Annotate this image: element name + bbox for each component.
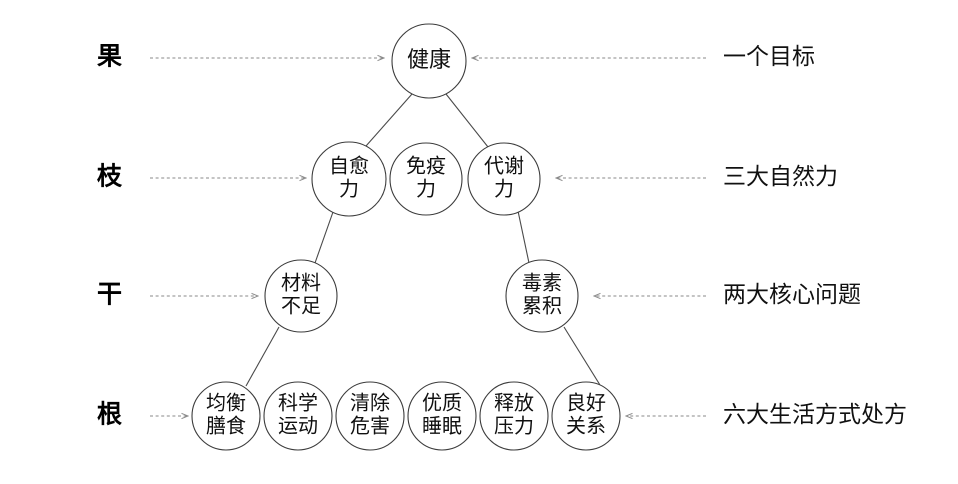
node-quality-sleep[interactable]: 优质睡眠 <box>407 381 477 451</box>
node-material-deficiency[interactable]: 材料不足 <box>264 259 338 333</box>
node-circle-metabolism[interactable] <box>467 142 541 216</box>
node-label-balanced-diet: 均衡膳食 <box>206 392 246 438</box>
side-label-two-core-problems: 两大核心问题 <box>723 281 861 307</box>
connector-health-to-self-healing <box>365 93 413 147</box>
node-toxin-accumulation[interactable]: 毒素累积 <box>505 259 579 333</box>
node-label-good-relationships: 良好关系 <box>566 392 606 438</box>
node-circle-scientific-exercise[interactable] <box>263 381 333 451</box>
node-label-scientific-exercise: 科学运动 <box>278 392 318 438</box>
side-label-three-natural-forces: 三大自然力 <box>723 163 838 189</box>
node-release-stress[interactable]: 释放压力 <box>479 381 549 451</box>
row-label-branch: 枝 <box>97 163 123 191</box>
connector-lines <box>245 93 601 387</box>
node-good-relationships[interactable]: 良好关系 <box>551 381 621 451</box>
node-label-health: 健康 <box>407 47 451 72</box>
node-label-release-stress: 释放压力 <box>494 392 534 438</box>
node-circle-remove-harm[interactable] <box>335 381 405 451</box>
row-label-fruit: 果 <box>97 43 122 71</box>
node-label-toxin-accumulation: 毒素累积 <box>522 272 562 318</box>
node-circle-material-deficiency[interactable] <box>264 259 338 333</box>
connector-metabolism-to-toxin-accumulation <box>517 210 530 264</box>
node-circle-quality-sleep[interactable] <box>407 381 477 451</box>
connector-health-to-metabolism <box>445 93 489 148</box>
node-label-quality-sleep: 优质睡眠 <box>422 392 462 438</box>
node-circle-toxin-accumulation[interactable] <box>505 259 579 333</box>
row-label-trunk: 干 <box>97 281 122 309</box>
node-label-metabolism: 代谢力 <box>484 155 524 201</box>
row-label-root: 根 <box>97 401 122 429</box>
node-balanced-diet[interactable]: 均衡膳食 <box>191 381 261 451</box>
node-circle-immunity[interactable] <box>389 142 463 216</box>
node-label-immunity: 免疫力 <box>406 155 446 201</box>
node-health[interactable]: 健康 <box>391 23 467 99</box>
node-circle-good-relationships[interactable] <box>551 381 621 451</box>
connector-toxin-accumulation-to-good-relationships <box>563 326 601 386</box>
node-self-healing[interactable]: 自愈力 <box>311 141 387 217</box>
node-circle-release-stress[interactable] <box>479 381 549 451</box>
node-circle-balanced-diet[interactable] <box>191 381 261 451</box>
node-circle-self-healing[interactable] <box>311 141 387 217</box>
node-immunity[interactable]: 免疫力 <box>389 142 463 216</box>
side-label-six-lifestyle-prescriptions: 六大生活方式处方 <box>723 401 907 427</box>
annotation-arrows <box>150 58 706 416</box>
node-metabolism[interactable]: 代谢力 <box>467 142 541 216</box>
node-label-material-deficiency: 材料不足 <box>281 272 321 318</box>
side-label-one-goal: 一个目标 <box>723 43 815 69</box>
node-remove-harm[interactable]: 清除危害 <box>335 381 405 451</box>
node-scientific-exercise[interactable]: 科学运动 <box>263 381 333 451</box>
connector-self-healing-to-material-deficiency <box>314 211 334 264</box>
node-label-remove-harm: 清除危害 <box>350 392 390 438</box>
node-label-self-healing: 自愈力 <box>329 155 369 201</box>
node-circle-health[interactable] <box>391 23 467 99</box>
connector-material-deficiency-to-balanced-diet <box>245 326 280 387</box>
